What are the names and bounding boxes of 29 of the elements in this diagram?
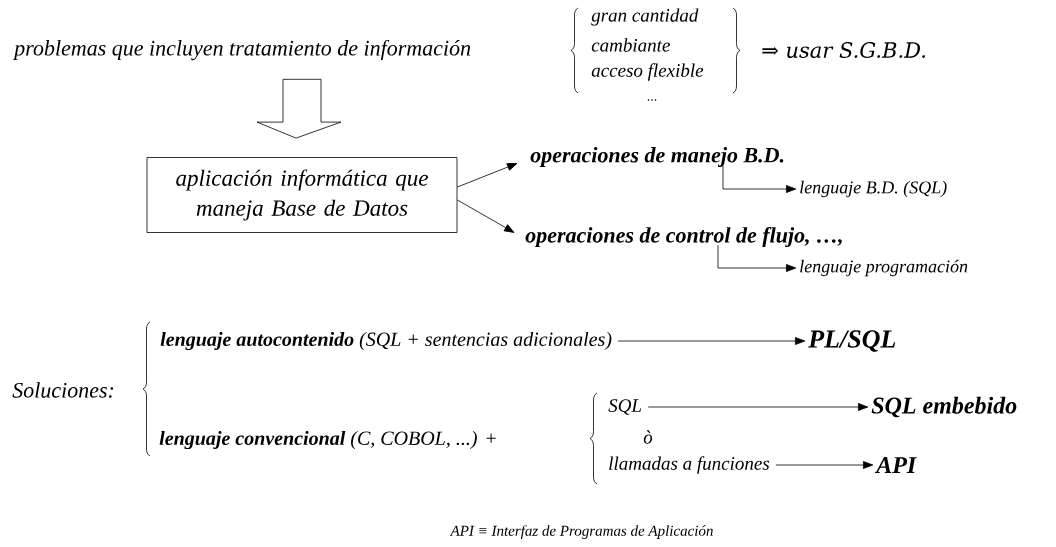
arrow [722,164,797,193]
text-label: problemas que incluyen tratamiento de información [12,39,471,61]
arrow [457,199,515,233]
result-text: ⇒ usar S.G.B.D. [762,42,925,58]
arrow [717,244,797,272]
ellipsis: ... [647,99,657,101]
text-label: lenguaje autocontenido (SQL + sentencias adicionales) [160,331,612,351]
text-label: API [874,457,917,473]
text-label: llamadas a funciones [609,456,770,474]
text-label: SQL [608,399,642,415]
heading-text: Soluciones: [12,382,114,398]
arrow [457,163,518,188]
list-item: acceso flexible [591,63,704,81]
option-text: lenguaje convencional (C, COBOL, ...) + [159,430,496,450]
list-item: cambiante [591,38,670,52]
connector-word: ò [643,430,653,444]
text-label: operaciones de control de flujo, …, [525,226,842,248]
arrow [617,337,806,345]
process-box: aplicación informática que maneja Base de Datos [146,157,458,233]
list-item: gran cantidad [591,8,699,26]
footnote-text: API ≡ Interfaz de Programas de Aplicación [449,525,713,539]
block-arrow [256,78,342,139]
arrow [775,461,874,469]
text-label: operaciones de manejo B.D. [530,147,784,167]
text-label: PL/SQL [808,330,896,352]
arrow [647,403,869,411]
text-label: SQL embebido [871,396,1017,418]
text-label: lenguaje B.D. (SQL) [800,180,947,198]
text-label: lenguaje programación [800,259,968,277]
